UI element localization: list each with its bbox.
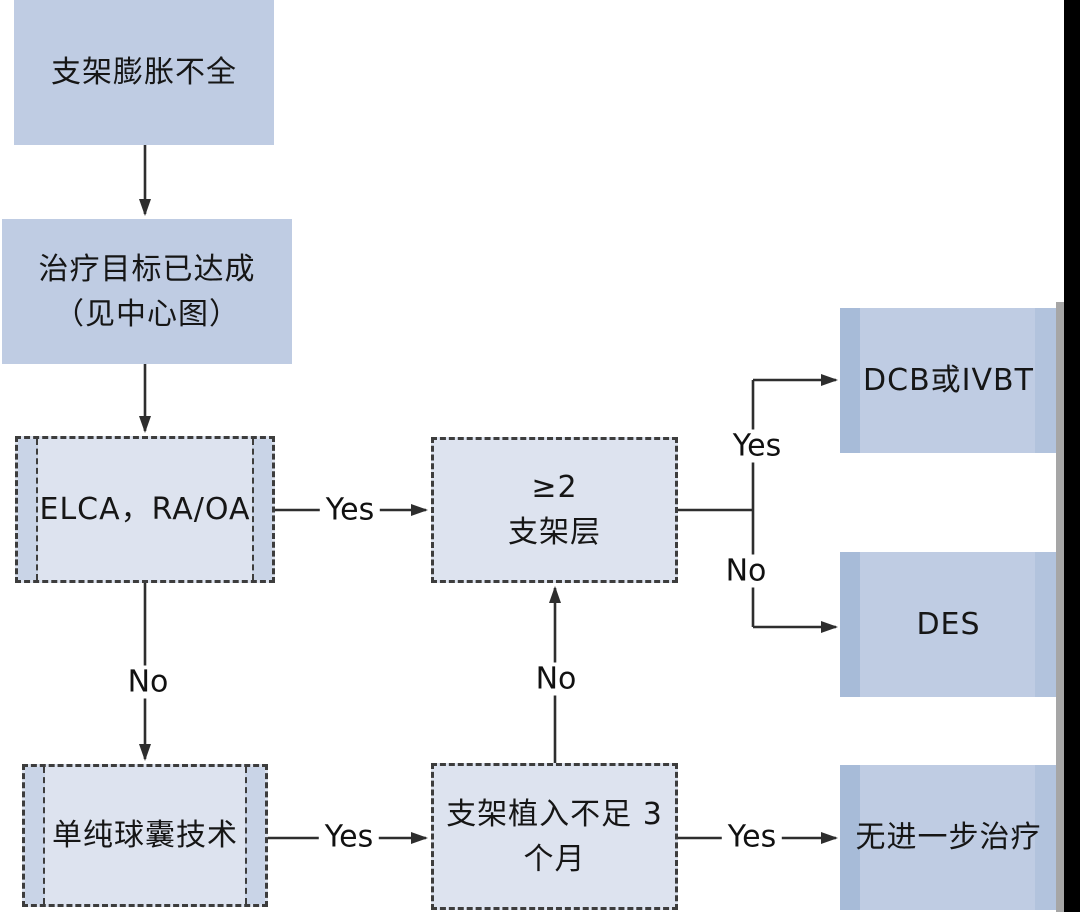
node-elca-ra-oa: ELCA，RA/OA [15, 436, 275, 583]
edge-label-layers-yes: Yes [726, 429, 788, 463]
node-stent-implant-3mo-label: 支架植入不足 3 个月 [446, 792, 663, 882]
edge-label-implant-no: No [529, 662, 583, 696]
edge-label-elca-yes: Yes [319, 493, 381, 527]
node-treatment-goal: 治疗目标已达成 （见中心图） [2, 219, 292, 364]
stripe-right [1035, 308, 1057, 453]
node-stent-layers-label: ≥2 支架层 [508, 465, 601, 555]
node-stent-implant-3mo-line2: 个月 [523, 841, 586, 877]
edge-label-implant-yes: Yes [721, 820, 783, 854]
node-elca-ra-oa-label: ELCA，RA/OA [39, 492, 251, 527]
stripe-right [245, 767, 265, 904]
stripe-left [840, 552, 860, 697]
edge-label-layers-no: No [719, 554, 773, 588]
node-treatment-goal-line1: 治疗目标已达成 [38, 251, 256, 287]
node-stent-implant-3mo-line1: 支架植入不足 3 [446, 796, 663, 832]
edge-label-elca-no: No [121, 665, 175, 699]
node-treatment-goal-line2: （见中心图） [54, 296, 240, 332]
stripe-right [1035, 552, 1057, 697]
node-stent-layers-line2: 支架层 [508, 515, 601, 550]
node-stent-layers-line1: ≥2 [531, 470, 578, 505]
stripe-right [252, 439, 272, 580]
node-stent-layers: ≥2 支架层 [431, 437, 678, 583]
node-no-further-treatment: 无进一步治疗 [840, 765, 1057, 910]
right-edge-black-strip [1064, 0, 1080, 912]
node-stent-underexpansion-label: 支架膨胀不全 [51, 55, 237, 90]
stripe-left [18, 439, 38, 580]
node-stent-implant-3mo: 支架植入不足 3 个月 [431, 763, 678, 910]
right-edge-gray-strip [1056, 302, 1065, 912]
edge-label-balloon-yes: Yes [318, 820, 380, 854]
node-stent-underexpansion: 支架膨胀不全 [14, 0, 274, 145]
stripe-left [25, 767, 45, 904]
node-des: DES [840, 552, 1057, 697]
node-dcb-ivbt-label: DCB或IVBT [863, 363, 1034, 398]
node-no-further-treatment-label: 无进一步治疗 [855, 820, 1042, 855]
node-dcb-ivbt: DCB或IVBT [840, 308, 1057, 453]
stripe-left [840, 308, 860, 453]
stripe-left [840, 765, 860, 910]
node-treatment-goal-label: 治疗目标已达成 （见中心图） [39, 247, 256, 337]
node-des-label: DES [916, 607, 981, 642]
stripe-right [1035, 765, 1057, 910]
node-balloon-only-label: 单纯球囊技术 [52, 818, 238, 853]
node-balloon-only: 单纯球囊技术 [22, 764, 268, 907]
